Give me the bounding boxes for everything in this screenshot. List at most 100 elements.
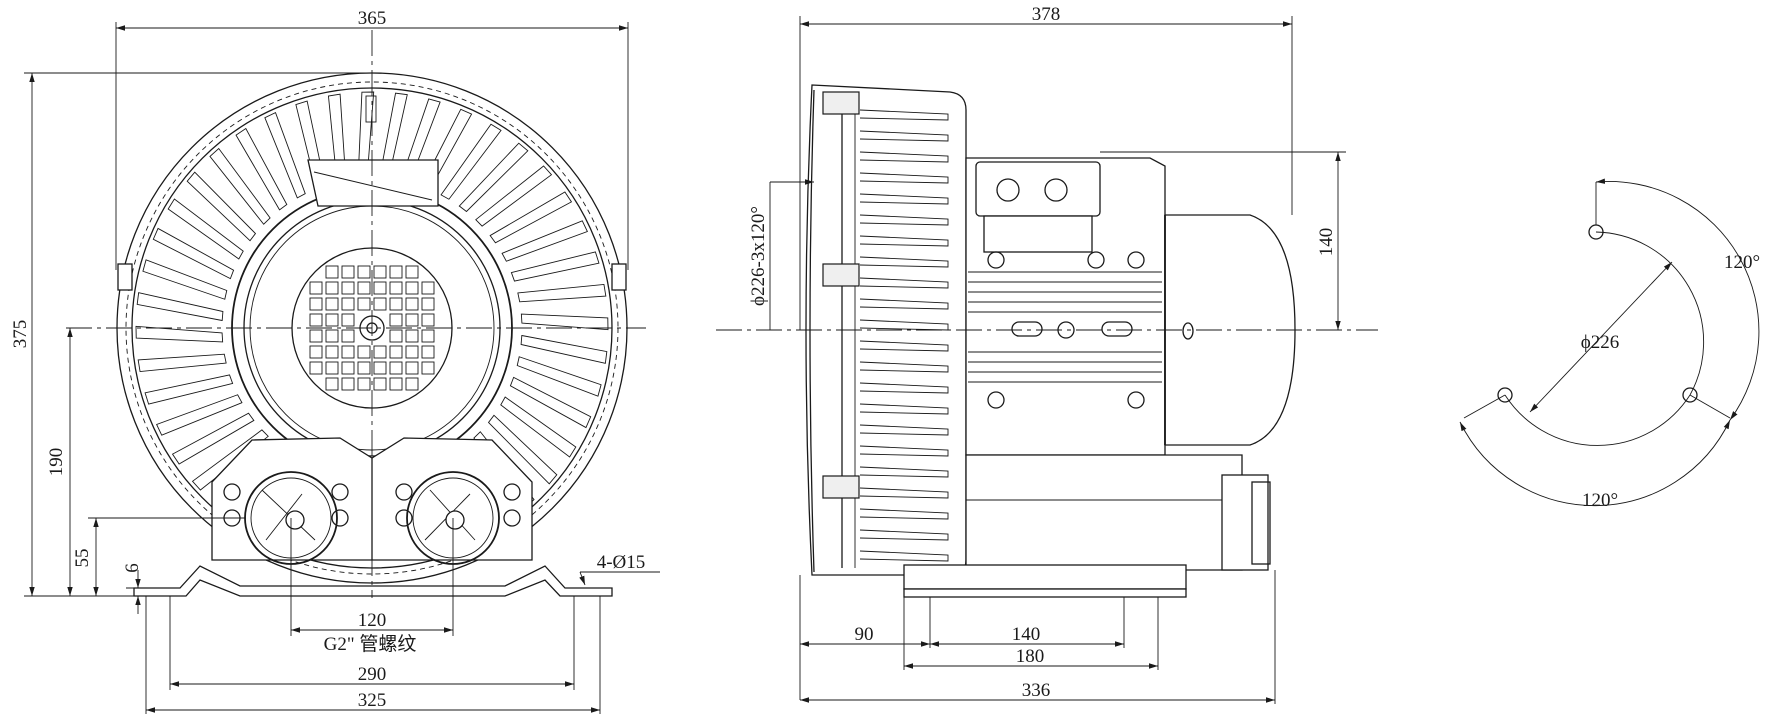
front-fin [152, 227, 235, 280]
front-fin [520, 313, 609, 331]
front-fin [144, 374, 234, 405]
side-bolt [1127, 251, 1145, 269]
dim-55-label: 55 [72, 549, 93, 568]
fan-grid-cell [389, 313, 403, 327]
side-cooling-fins [859, 109, 949, 562]
thread-note: G2" 管螺纹 [324, 633, 417, 655]
front-terminal-box [307, 159, 439, 207]
port-bolt [503, 509, 521, 527]
fan-grid-cell [405, 297, 419, 311]
fan-grid-cell [309, 329, 323, 343]
front-fan-grid [309, 265, 435, 391]
fan-grid-cell [421, 297, 435, 311]
fan-grid-cell [309, 361, 323, 375]
side-base-plate [903, 564, 1187, 590]
flange-pcd-arc-bottom [1504, 394, 1691, 446]
flange-diameter-line [1529, 261, 1673, 413]
port-bolt [395, 483, 413, 501]
fan-grid-cell [421, 361, 435, 375]
front-inlet-valve-hub [285, 510, 305, 530]
side-fin [859, 151, 949, 163]
side-fin [859, 214, 949, 226]
side-slot [1011, 321, 1043, 337]
flange-view: ϕ226 120° 120° [1459, 178, 1760, 511]
front-fin [186, 171, 257, 242]
side-fin [859, 256, 949, 268]
fan-grid-cell [341, 377, 355, 391]
fan-grid-cell [421, 281, 435, 295]
port-bolt [331, 483, 349, 501]
side-gland-2 [1044, 178, 1068, 202]
fan-grid-cell [389, 265, 403, 279]
flange-right-ext [1689, 394, 1731, 419]
side-fin [859, 277, 949, 289]
front-terminal-line [313, 171, 433, 201]
side-bolt [987, 251, 1005, 269]
side-fin [859, 361, 949, 373]
front-fin [171, 412, 255, 465]
dim-120-label: 120 [358, 610, 387, 631]
front-left-lug [117, 263, 133, 291]
front-view [66, 30, 646, 598]
front-fin [137, 353, 227, 373]
dim-holes-arrow [579, 571, 586, 586]
side-view [716, 84, 1378, 598]
dim-378-label: 378 [1032, 4, 1061, 25]
front-fin [264, 112, 306, 199]
dim-190-label: 190 [46, 448, 67, 477]
side-slot [1101, 321, 1133, 337]
port-bolt [223, 483, 241, 501]
side-dimensions: 378 ϕ226-3x120° 140 90 140 180 336 [748, 4, 1346, 704]
side-fin [859, 130, 949, 142]
side-gland-1 [996, 178, 1020, 202]
port-bolt [395, 509, 413, 527]
fan-grid-cell [405, 329, 419, 343]
front-top-lug [365, 95, 377, 123]
side-fin [859, 508, 949, 520]
front-fin [167, 198, 244, 260]
side-fin [859, 529, 949, 541]
fan-grid-cell [341, 265, 355, 279]
side-lug-mid [822, 263, 860, 287]
front-fin [440, 123, 502, 200]
side-fin [859, 193, 949, 205]
dim-336-label: 336 [1022, 680, 1051, 701]
dim-6-label: 6 [122, 563, 143, 573]
side-fin [859, 445, 949, 457]
side-fin [859, 109, 949, 121]
front-fin [510, 251, 600, 282]
flange-arc-bottom [1459, 419, 1731, 507]
dim-140v-label: 140 [1316, 228, 1337, 257]
front-fin [156, 394, 243, 436]
side-fin [859, 319, 949, 331]
side-fin [859, 235, 949, 247]
front-fin [136, 292, 224, 322]
fan-grid-cell [389, 345, 403, 359]
side-terminal-box [975, 161, 1101, 217]
fan-grid-cell [421, 313, 435, 327]
flange-arc-right [1595, 178, 1760, 421]
fan-grid-cell [325, 313, 339, 327]
fan-grid-cell [325, 297, 339, 311]
fan-grid-cell [357, 377, 371, 391]
dim-90-label: 90 [855, 624, 874, 645]
fan-grid-cell [309, 313, 323, 327]
side-fin [859, 424, 949, 436]
fan-grid-cell [309, 281, 323, 295]
front-fin [516, 356, 602, 397]
side-outlet-pipe [1251, 481, 1271, 565]
side-lower-duct [965, 454, 1243, 571]
front-fin [489, 191, 573, 244]
side-fin [859, 298, 949, 310]
fan-grid-cell [341, 329, 355, 343]
fan-grid-cell [389, 329, 403, 343]
side-end-cap-bolt [1182, 322, 1194, 340]
side-motor-fins [968, 271, 1162, 383]
dim-290-label: 290 [358, 664, 387, 685]
side-outlet-flange [1221, 474, 1269, 571]
fan-grid-cell [405, 361, 419, 375]
side-fin [859, 487, 949, 499]
fan-grid-cell [341, 345, 355, 359]
front-fin [142, 259, 228, 300]
